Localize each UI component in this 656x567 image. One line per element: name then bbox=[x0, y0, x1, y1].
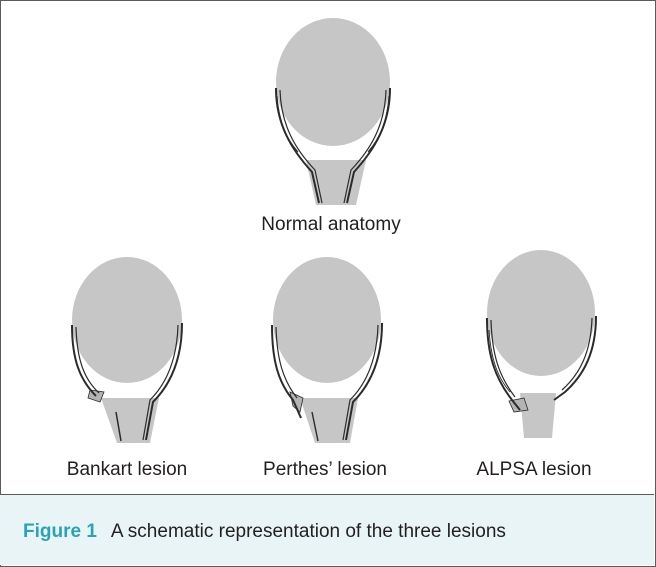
normal-humeral-head bbox=[276, 18, 390, 146]
perthes-lesion-label: Perthes’ lesion bbox=[263, 459, 387, 481]
caption-text: A schematic representation of the three … bbox=[111, 521, 506, 542]
bankart-lesion-label: Bankart lesion bbox=[67, 459, 187, 481]
alpsa-lesion-illustration bbox=[487, 250, 596, 438]
perthes-humeral-head bbox=[273, 257, 381, 383]
bankart-humeral-head bbox=[72, 257, 182, 383]
alpsa-lesion-label: ALPSA lesion bbox=[476, 459, 591, 481]
bankart-lesion-illustration bbox=[72, 257, 182, 443]
figure-caption: Figure 1 A schematic representation of th… bbox=[23, 521, 506, 543]
shoulder-lesion-diagram bbox=[0, 0, 656, 494]
alpsa-humeral-head bbox=[487, 250, 595, 376]
normal-anatomy-label: Normal anatomy bbox=[261, 214, 400, 236]
normal-anatomy-illustration bbox=[276, 18, 390, 205]
figure-number: Figure 1 bbox=[23, 521, 97, 542]
perthes-lesion-illustration bbox=[272, 257, 382, 443]
